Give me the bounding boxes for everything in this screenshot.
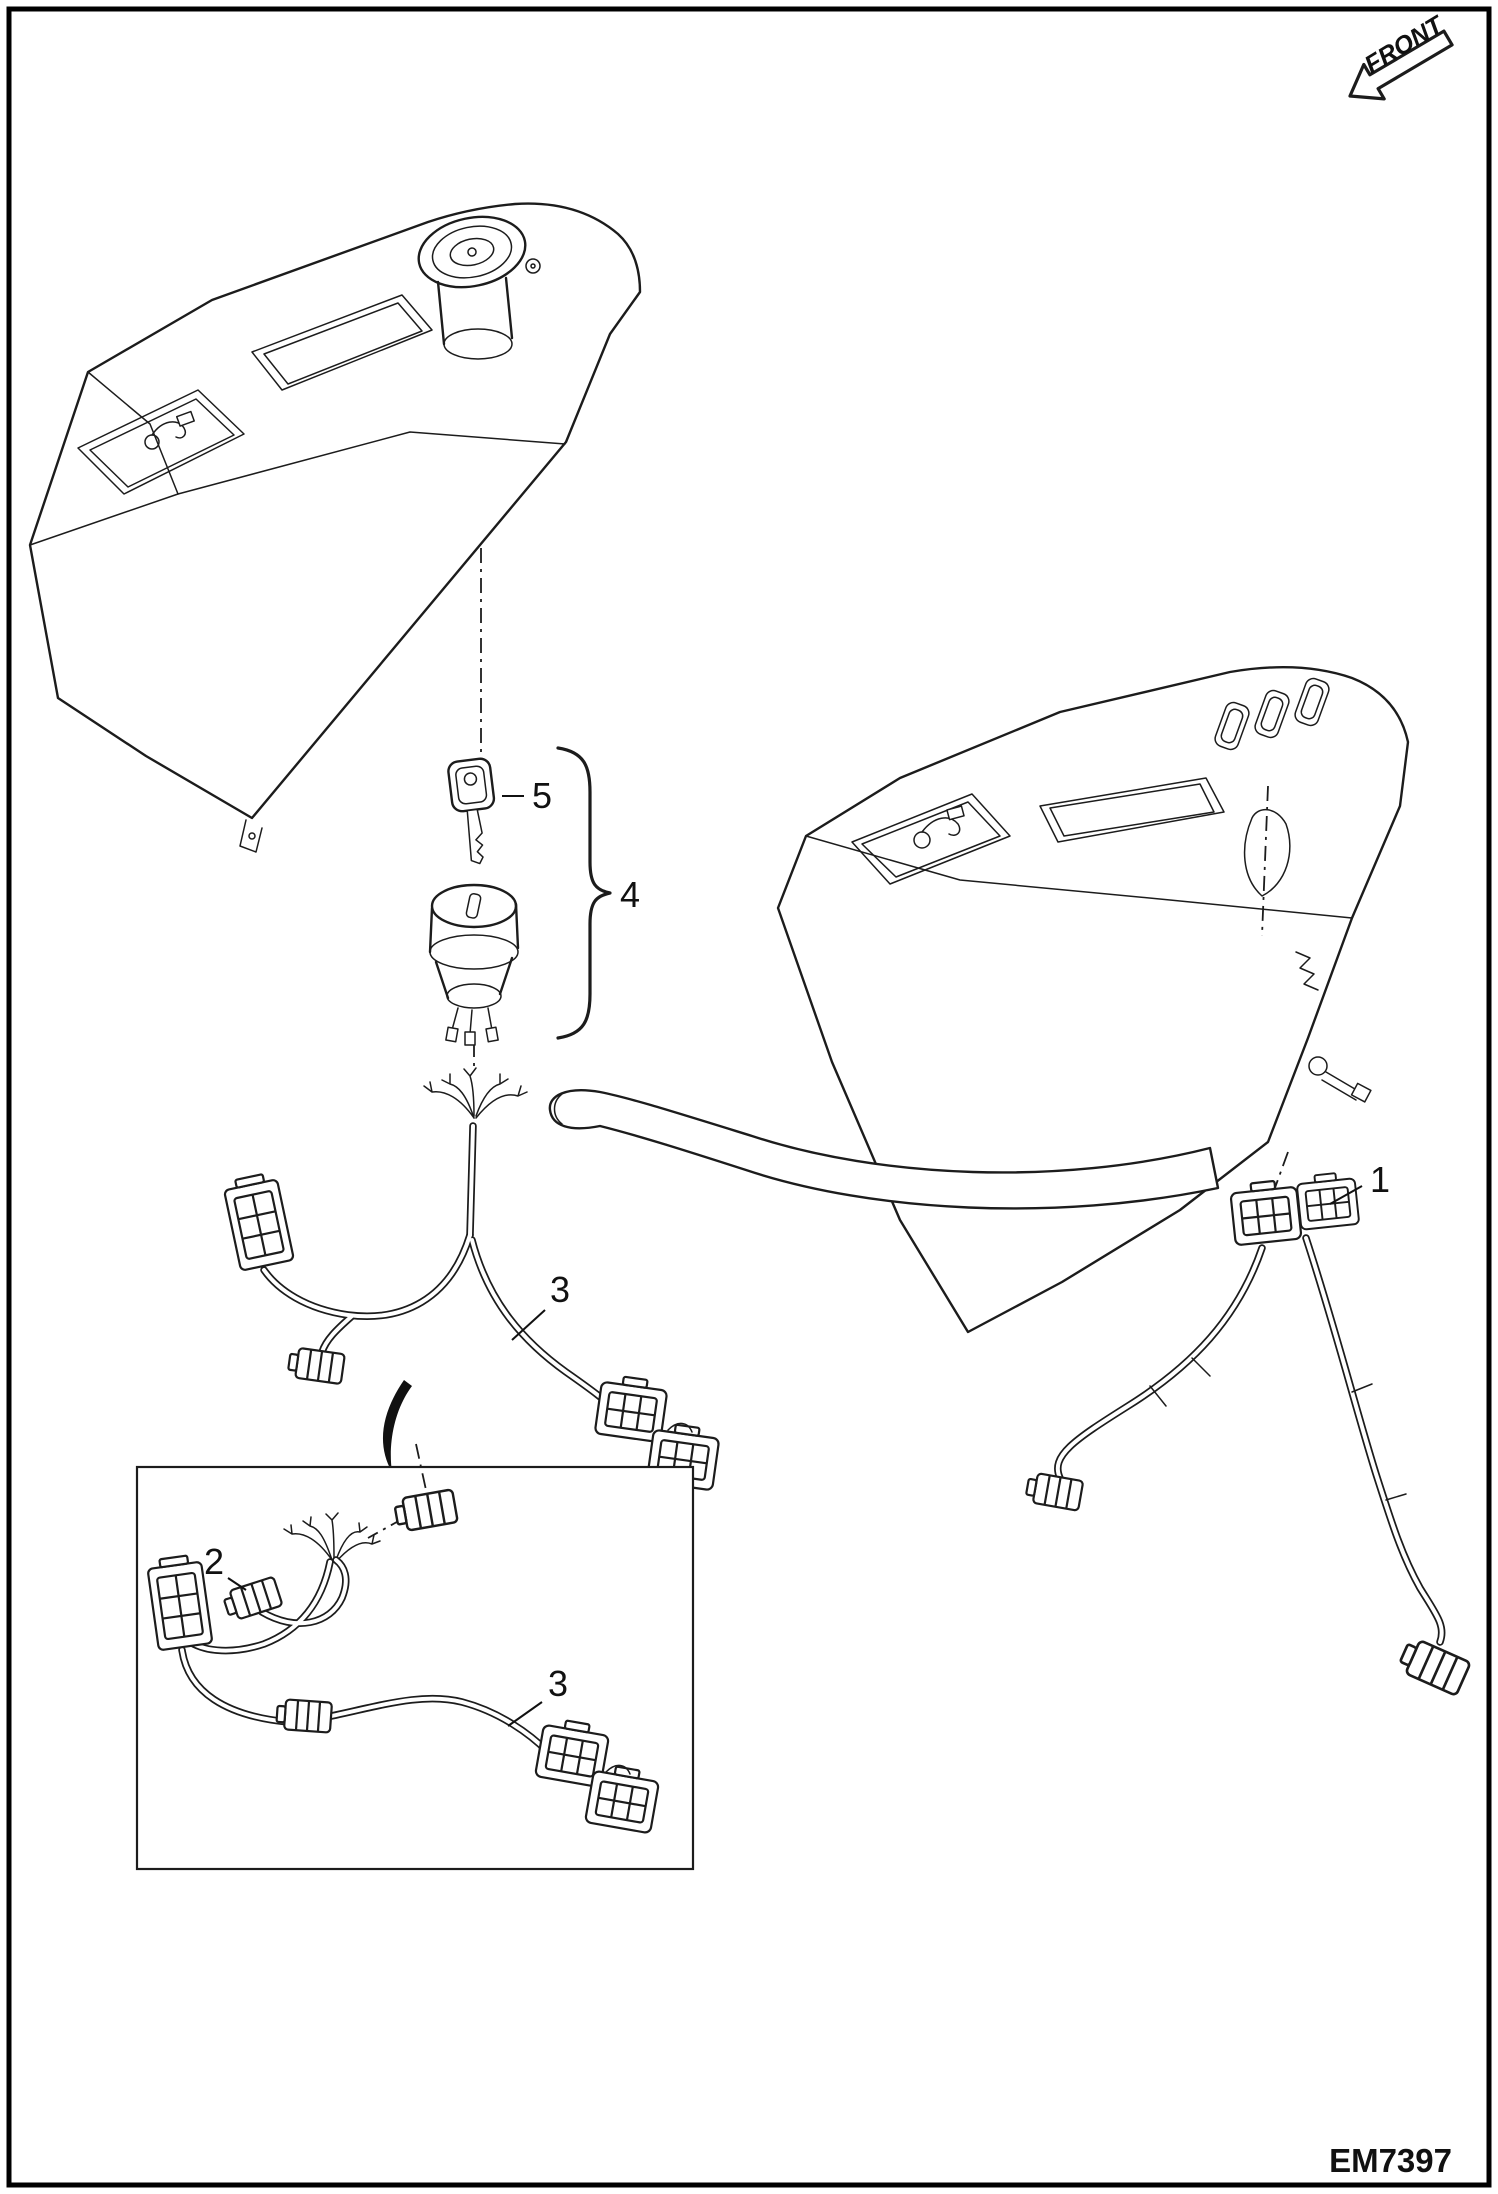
ignition-cylinder: [436, 280, 446, 346]
leader-line-3-inset: [507, 1701, 543, 1727]
spring-detail: [1295, 951, 1319, 991]
inset-harness: 2 3: [145, 1443, 662, 1835]
armrest-handle: [548, 1089, 1220, 1210]
connector-multi-pin: [221, 1170, 296, 1272]
connector-small: [286, 1345, 346, 1386]
diagram-code: EM7397: [1329, 2142, 1452, 2179]
right-console-body: [776, 666, 1410, 1334]
page-border: [6, 6, 1492, 2188]
left-console-body: [28, 202, 642, 820]
wire-splay: [423, 1067, 528, 1119]
bolt-detail: [1308, 1056, 1328, 1076]
connector-pair-a: [1228, 1177, 1303, 1247]
inset-pointer-arrow: [382, 1380, 412, 1472]
callout-1: 1: [1370, 1159, 1390, 1200]
right-console-panel: [851, 793, 1011, 885]
switch-slots: [1214, 677, 1330, 751]
right-console-display-recess: [1039, 777, 1225, 843]
bezel-screw: [525, 258, 541, 274]
ignition-key: [447, 757, 496, 865]
connector-end-left: [1023, 1470, 1085, 1512]
leader-line-2: [227, 1577, 247, 1591]
left-console-panel: [77, 389, 245, 495]
callout-2: 2: [204, 1541, 224, 1582]
ignition-bezel: [417, 215, 527, 289]
callout-5: 5: [532, 775, 552, 816]
wiring-harness-right: 1: [1023, 1159, 1472, 1697]
ignition-switch: [428, 883, 520, 1046]
leader-line-1: [1329, 1185, 1363, 1205]
callout-3-inset: 3: [548, 1663, 568, 1704]
bracket-item-4: [556, 746, 612, 1040]
left-console-assembly: [28, 202, 642, 853]
inset-detail-box: 2 3: [135, 1380, 695, 1871]
wiring-harness-left: 3: [221, 1067, 722, 1492]
arrow-icon: [1348, 29, 1454, 101]
front-direction-arrow: FRONT: [1348, 10, 1454, 101]
right-console-assembly: [548, 666, 1410, 1334]
inset-connector-multi-pin: [145, 1552, 214, 1652]
grip-knob: [1243, 809, 1291, 897]
callout-3: 3: [550, 1269, 570, 1310]
connector-end-right: [1395, 1635, 1472, 1697]
callout-4: 4: [620, 874, 640, 915]
mount-bracket: [239, 819, 263, 853]
connector-pair-b: [1295, 1170, 1361, 1231]
left-console-display-recess: [251, 294, 433, 391]
leader-line-3: [511, 1309, 546, 1341]
